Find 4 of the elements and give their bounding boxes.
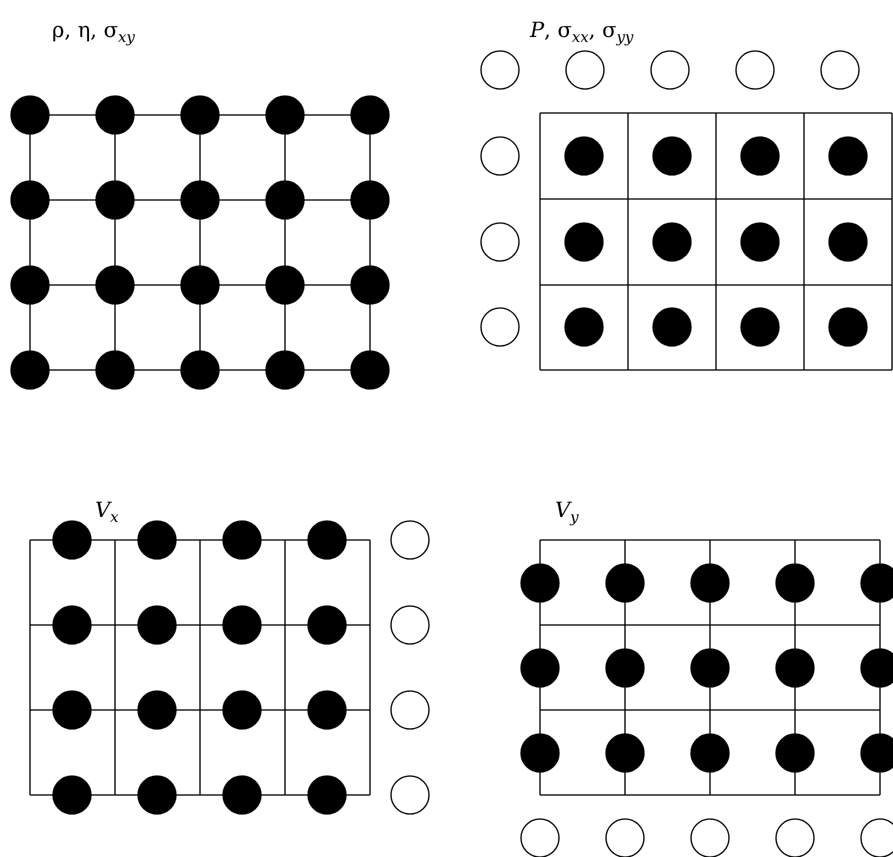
grid-variable-label: ρ, η, σ$_{xy}$ [52, 20, 135, 46]
grid-variable-label: V$_{x}$ [95, 500, 119, 526]
grid-variable-label: V$_{y}$ [555, 500, 579, 526]
grid-variable-label: P, σ$_{xx}$, σ$_{yy}$ [530, 20, 634, 46]
